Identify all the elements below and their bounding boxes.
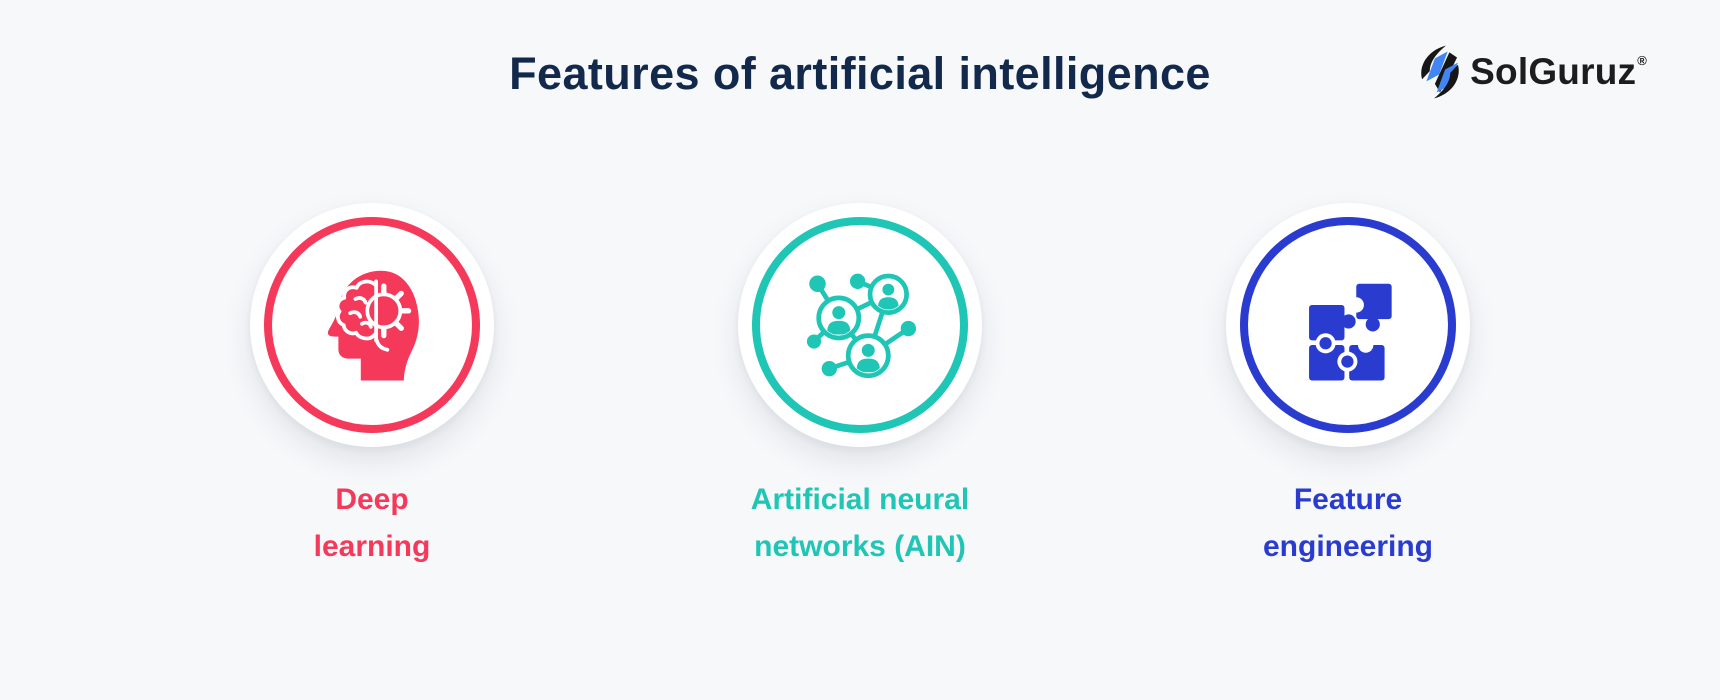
feature-circle [250,203,494,447]
feature-ring [752,217,968,433]
feature-label-line2: learning [313,529,431,563]
feature-ring [1240,217,1456,433]
solguruz-logo: SolGuruz® [1417,44,1647,100]
neural-network-icon [806,273,917,379]
feature-label-line1: Feature [1293,483,1403,516]
feature-ring [264,217,480,433]
feature-deep-learning: Deep learning [202,203,542,570]
head-brain-gear-icon [327,270,419,381]
feature-circle [1226,203,1470,447]
feature-label-line2: networks (AIN) [754,529,966,563]
feature-label-line1: Deep [335,483,409,516]
feature-label-line2: engineering [1262,529,1434,563]
puzzle-pieces-icon [1309,283,1392,381]
feature-circle [738,203,982,447]
feature-feature-engineering: Feature engineering [1178,203,1518,570]
feature-artificial-neural-networks: Artificial neural networks (AIN) [690,203,1030,570]
feature-label-line1: Artificial neural [750,483,970,516]
features-row: Deep learning [0,203,1720,570]
feature-label: Artificial neural networks (AIN) [751,477,969,570]
solguruz-logo-text: SolGuruz® [1470,51,1647,92]
feature-label: Deep learning [314,477,431,570]
page-title: Features of artificial intelligence [509,48,1211,99]
registered-trademark-symbol: ® [1637,53,1647,68]
feature-label: Feature engineering [1263,477,1433,570]
solguruz-logo-icon [1421,45,1459,99]
